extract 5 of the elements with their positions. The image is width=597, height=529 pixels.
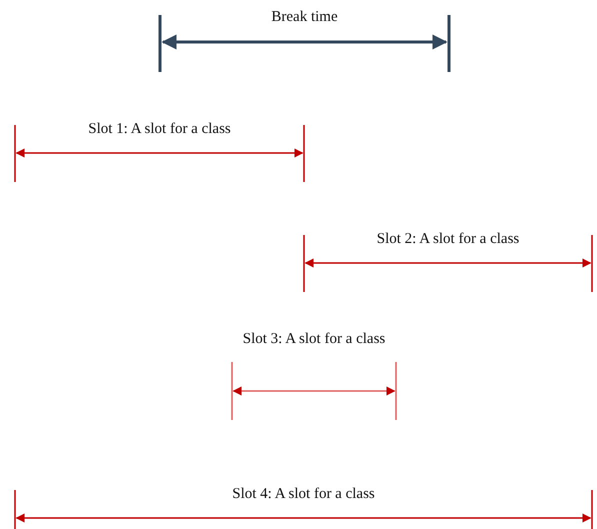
interval-label: Break time <box>270 8 339 27</box>
interval-label: Slot 3: A slot for a class <box>242 330 386 349</box>
interval-label: Slot 1: A slot for a class <box>87 120 232 139</box>
interval-label: Slot 4: A slot for a class <box>231 485 376 504</box>
interval-label: Slot 2: A slot for a class <box>376 230 520 249</box>
